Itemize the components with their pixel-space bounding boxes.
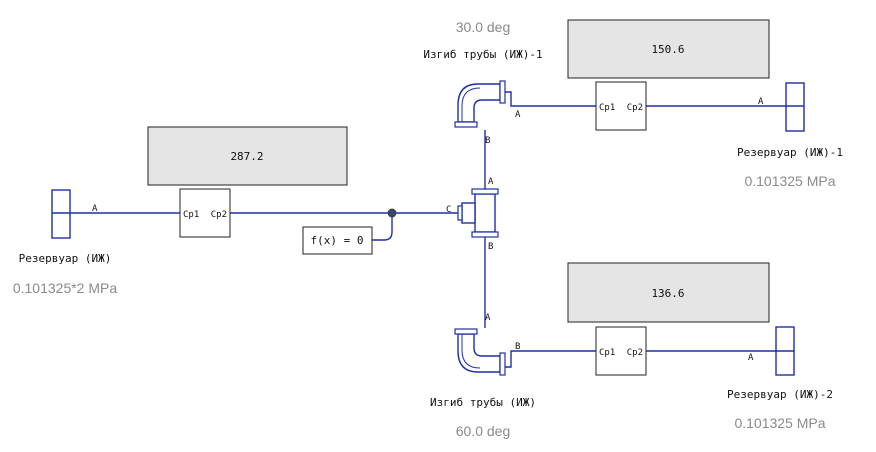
- junction-node[interactable]: [387, 208, 397, 218]
- reservoir-top-right-port: A: [758, 97, 764, 107]
- connections: [70, 91, 786, 368]
- reservoir-left-port: A: [92, 204, 98, 214]
- bend-top-port-b: B: [485, 136, 490, 146]
- reservoir-top-right-name: Резервуар (ИЖ)-1: [737, 146, 843, 159]
- sensor-bottom-right-port-in: Cp1: [599, 348, 615, 358]
- sensor-bottom-right[interactable]: Cp1 Cp2: [595, 326, 647, 376]
- display-bottom-right-value: 136.6: [651, 287, 684, 300]
- tee-port-a: A: [488, 177, 494, 187]
- bend-top-port-a: A: [515, 110, 521, 120]
- display-top-right-value: 150.6: [651, 43, 684, 56]
- reservoir-left[interactable]: A: [51, 189, 98, 239]
- bend-bottom-port-b: B: [515, 342, 520, 352]
- reservoir-bottom-right-name: Резервуар (ИЖ)-2: [727, 388, 833, 401]
- sensor-left-port-in: Cp1: [183, 210, 199, 220]
- display-left[interactable]: 287.2: [147, 126, 348, 186]
- bend-bottom-angle: 60.0 deg: [456, 423, 511, 439]
- bend-top-name: Изгиб трубы (ИЖ)-1: [423, 48, 542, 61]
- reservoir-top-right[interactable]: A: [758, 82, 805, 132]
- solver-label: f(x) = 0: [311, 234, 364, 247]
- reservoir-bottom-right-port: A: [748, 353, 754, 363]
- wire-top-bend-sensor: [505, 91, 596, 107]
- reservoir-bottom-right[interactable]: A: [748, 326, 795, 376]
- tee-port-c: C: [446, 205, 451, 215]
- sensor-top-right-port-in: Cp1: [599, 103, 615, 113]
- bend-top[interactable]: A B: [454, 80, 521, 146]
- reservoir-left-pressure: 0.101325*2 MPa: [13, 280, 118, 296]
- tee-port-b: B: [488, 242, 493, 252]
- display-bottom-right[interactable]: 136.6: [567, 262, 770, 323]
- bend-top-angle: 30.0 deg: [456, 19, 511, 35]
- reservoir-left-name: Резервуар (ИЖ): [19, 252, 112, 265]
- sensor-top-right-port-out: Cp2: [627, 103, 643, 113]
- reservoir-top-right-pressure: 0.101325 MPa: [744, 173, 835, 189]
- wire-solver: [372, 213, 393, 241]
- bend-bottom-name: Изгиб трубы (ИЖ): [430, 396, 536, 409]
- bend-bottom[interactable]: A B: [454, 313, 520, 376]
- tee-junction[interactable]: A B C: [446, 177, 499, 252]
- display-top-right[interactable]: 150.6: [567, 19, 770, 79]
- solver-block[interactable]: f(x) = 0: [302, 226, 373, 255]
- sensor-bottom-right-port-out: Cp2: [627, 348, 643, 358]
- sensor-left-port-out: Cp2: [211, 210, 227, 220]
- bend-bottom-port-a: A: [485, 313, 491, 323]
- reservoir-bottom-right-pressure: 0.101325 MPa: [734, 415, 825, 431]
- sensor-top-right[interactable]: Cp1 Cp2: [595, 81, 647, 131]
- sensor-left[interactable]: Cp1 Cp2: [179, 188, 231, 238]
- wire-bottom-bend-sensor: [505, 350, 596, 368]
- display-left-value: 287.2: [230, 150, 263, 163]
